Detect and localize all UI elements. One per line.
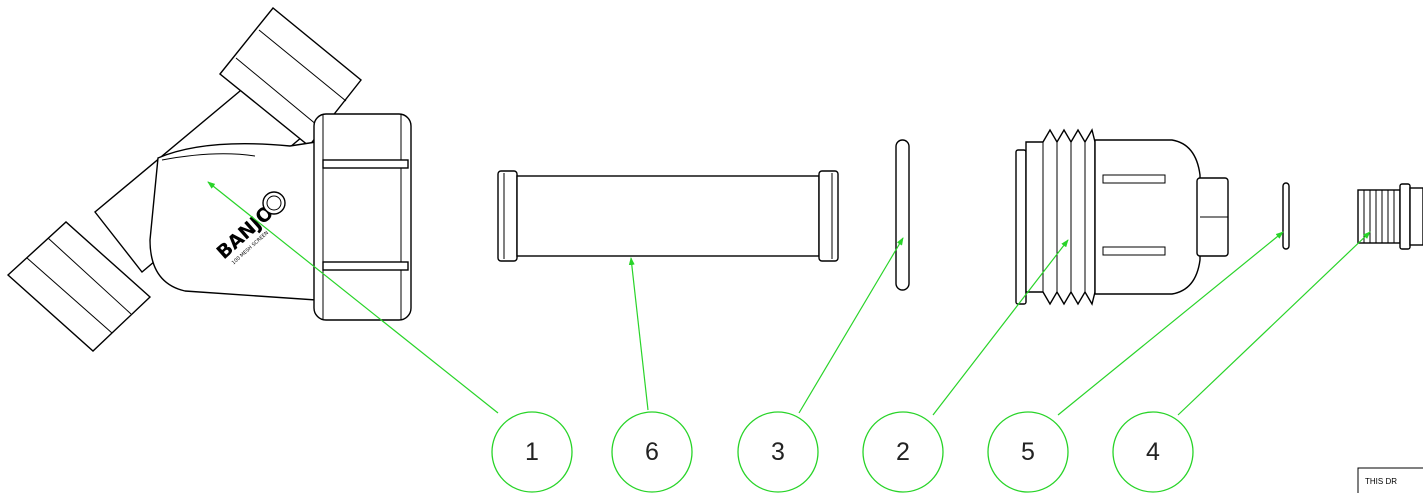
leader-1 [207,181,499,414]
part-3-o-ring [895,139,910,291]
part-1-strainer-body: BANJO 100 MESH SCREEN [6,7,412,352]
title-block: THIS DR [1357,467,1423,493]
lower-nut [6,221,152,352]
leader-6 [628,257,649,411]
balloon-6: 6 [611,411,693,493]
leader-4 [1177,231,1371,416]
part-5-small-o-ring [1282,182,1290,250]
part-6-screen [497,170,839,262]
title-block-note: THIS DR [1365,477,1397,486]
balloon-5: 5 [987,411,1069,493]
part-4-threaded-nipple [1357,183,1423,250]
leader-5 [1057,231,1284,416]
balloon-2-label: 2 [896,438,910,466]
leader-3 [798,237,904,414]
part-2-cap [1015,128,1229,306]
balloon-4: 4 [1112,411,1194,493]
leader-2 [932,239,1069,416]
upper-nut [219,7,362,147]
leader-lines [207,181,1371,416]
balloon-5-label: 5 [1021,438,1035,466]
balloon-6-label: 6 [645,438,659,466]
balloon-3-label: 3 [771,438,785,466]
balloon-2: 2 [862,411,944,493]
balloon-1: 1 [491,411,573,493]
side-nut [313,113,412,321]
balloon-1-label: 1 [525,438,539,466]
balloon-3: 3 [737,411,819,493]
balloon-4-label: 4 [1146,438,1160,466]
gauge-port [262,191,286,215]
